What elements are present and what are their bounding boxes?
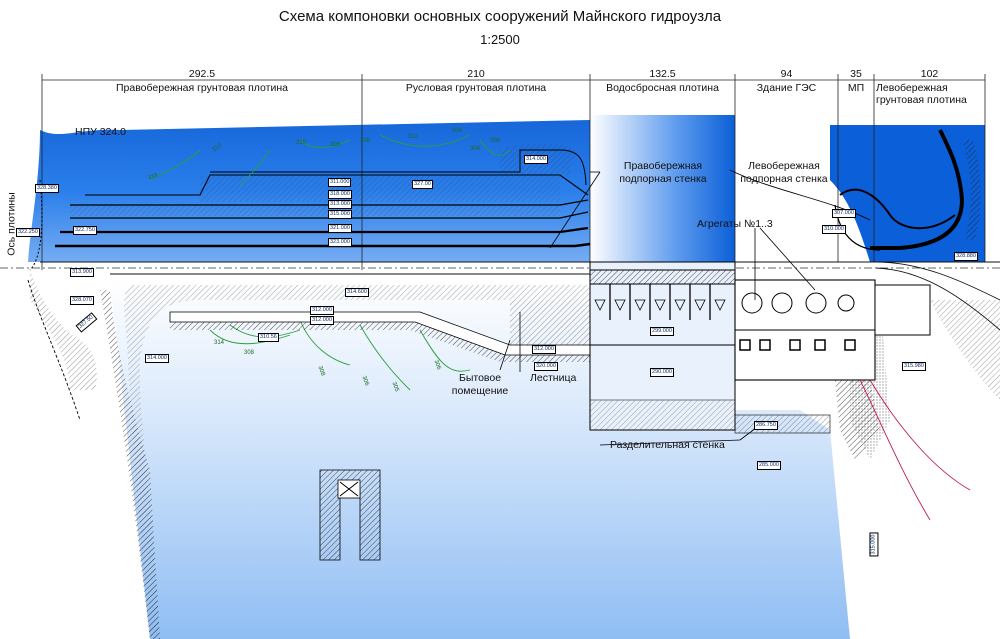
elevation-tag: 328.070 — [70, 296, 94, 305]
elevation-tag: 318.000 — [328, 190, 352, 199]
contour-label: 308 — [244, 350, 255, 356]
tailwater-area — [110, 280, 890, 639]
elevation-tag: 320.000 — [534, 362, 558, 371]
right-retaining-wall-label: Правобережная подпорная стенка — [619, 160, 707, 185]
section-name-2: Русловая грунтовая плотина — [405, 82, 547, 94]
contour-label: 308 — [360, 138, 371, 144]
elevation-tag: 328.380 — [35, 184, 59, 193]
elevation-tag: 328.880 — [954, 252, 978, 261]
right-bank-dam-terraces — [55, 149, 591, 248]
elevation-tag: 323.000 — [328, 238, 352, 247]
elevation-tag: 312.000 — [310, 306, 334, 315]
elevation-tag: 312.000 — [532, 345, 556, 354]
section-name-4: Здание ГЭС — [756, 82, 817, 94]
elevation-tag: 327.00 — [412, 180, 433, 189]
contour-label: 308 — [490, 138, 501, 144]
elevation-tag: 315.000 — [869, 532, 879, 557]
elevation-tag: 313.900 — [70, 268, 94, 277]
npu-label: НПУ 324.0 — [75, 126, 126, 138]
section-name-5: МП — [847, 82, 865, 94]
section-length-1: 292.5 — [188, 68, 216, 80]
elevation-tag: 307.000 — [832, 209, 856, 218]
elevation-tag: 322.750 — [73, 226, 97, 235]
stairs-label: Лестница — [530, 372, 577, 384]
section-length-5: 35 — [850, 68, 862, 80]
elevation-tag: 313.000 — [328, 200, 352, 209]
contour-label: 306 — [470, 146, 481, 152]
elevation-tag: 311.000 — [328, 178, 352, 187]
elevation-tag: 290.000 — [650, 368, 674, 377]
section-length-4: 94 — [780, 68, 793, 80]
right-bank-abutment — [27, 179, 97, 421]
elevation-tag: 310.000 — [822, 225, 846, 234]
section-length-2: 210 — [467, 68, 485, 80]
section-name-3: Водосбросная плотина — [606, 82, 719, 94]
separating-wall-label: Разделительная стенка — [610, 439, 725, 451]
elevation-tag: 310.56 — [258, 333, 279, 342]
downstream-slope — [100, 285, 591, 639]
drawing-scale: 1:2500 — [480, 32, 520, 47]
contour-label: 304 — [452, 128, 463, 134]
spillway-dam — [589, 261, 736, 431]
contour-label: 308 — [330, 142, 341, 148]
elevation-tag: 312.000 — [310, 316, 334, 325]
elevation-tag: 314.600 — [345, 288, 369, 297]
elevation-tag: 315.980 — [902, 362, 926, 371]
terrace-hatching — [70, 143, 575, 216]
section-length-6: 102 — [920, 68, 939, 80]
powerhouse — [734, 279, 931, 434]
left-retaining-wall-label: Левобережная подпорная стенка — [740, 160, 828, 185]
pier-structure — [319, 469, 381, 561]
elevation-tag: 286.750 — [754, 421, 778, 430]
drawing-title: Схема компоновки основных сооружений Май… — [278, 8, 722, 25]
elevation-tag: 285.000 — [757, 461, 781, 470]
elevation-tag: 322.250 — [16, 228, 40, 237]
left-bank-terrain — [834, 129, 1000, 521]
elevation-tag: 321.000 — [328, 224, 352, 233]
section-length-3: 132.5 — [649, 68, 676, 80]
section-name-1: Правобережная грунтовая плотина — [116, 82, 288, 94]
section-name-6: Левобережная грунтовая плотина — [876, 82, 967, 106]
contour-label: 314 — [214, 340, 225, 346]
elevation-tag: 299.000 — [650, 327, 674, 336]
dam-axis-label: Ось плотины — [5, 192, 18, 256]
elevation-tag: 314.000 — [145, 354, 169, 363]
contour-label: 310 — [296, 140, 307, 146]
service-room-label: Бытовое помещение — [451, 372, 509, 397]
contour-label: 312 — [408, 134, 419, 140]
elevation-tag: 315.000 — [328, 210, 352, 219]
units-label: Агрегаты №1..3 — [697, 218, 773, 230]
elevation-tag: 314.000 — [524, 155, 548, 164]
